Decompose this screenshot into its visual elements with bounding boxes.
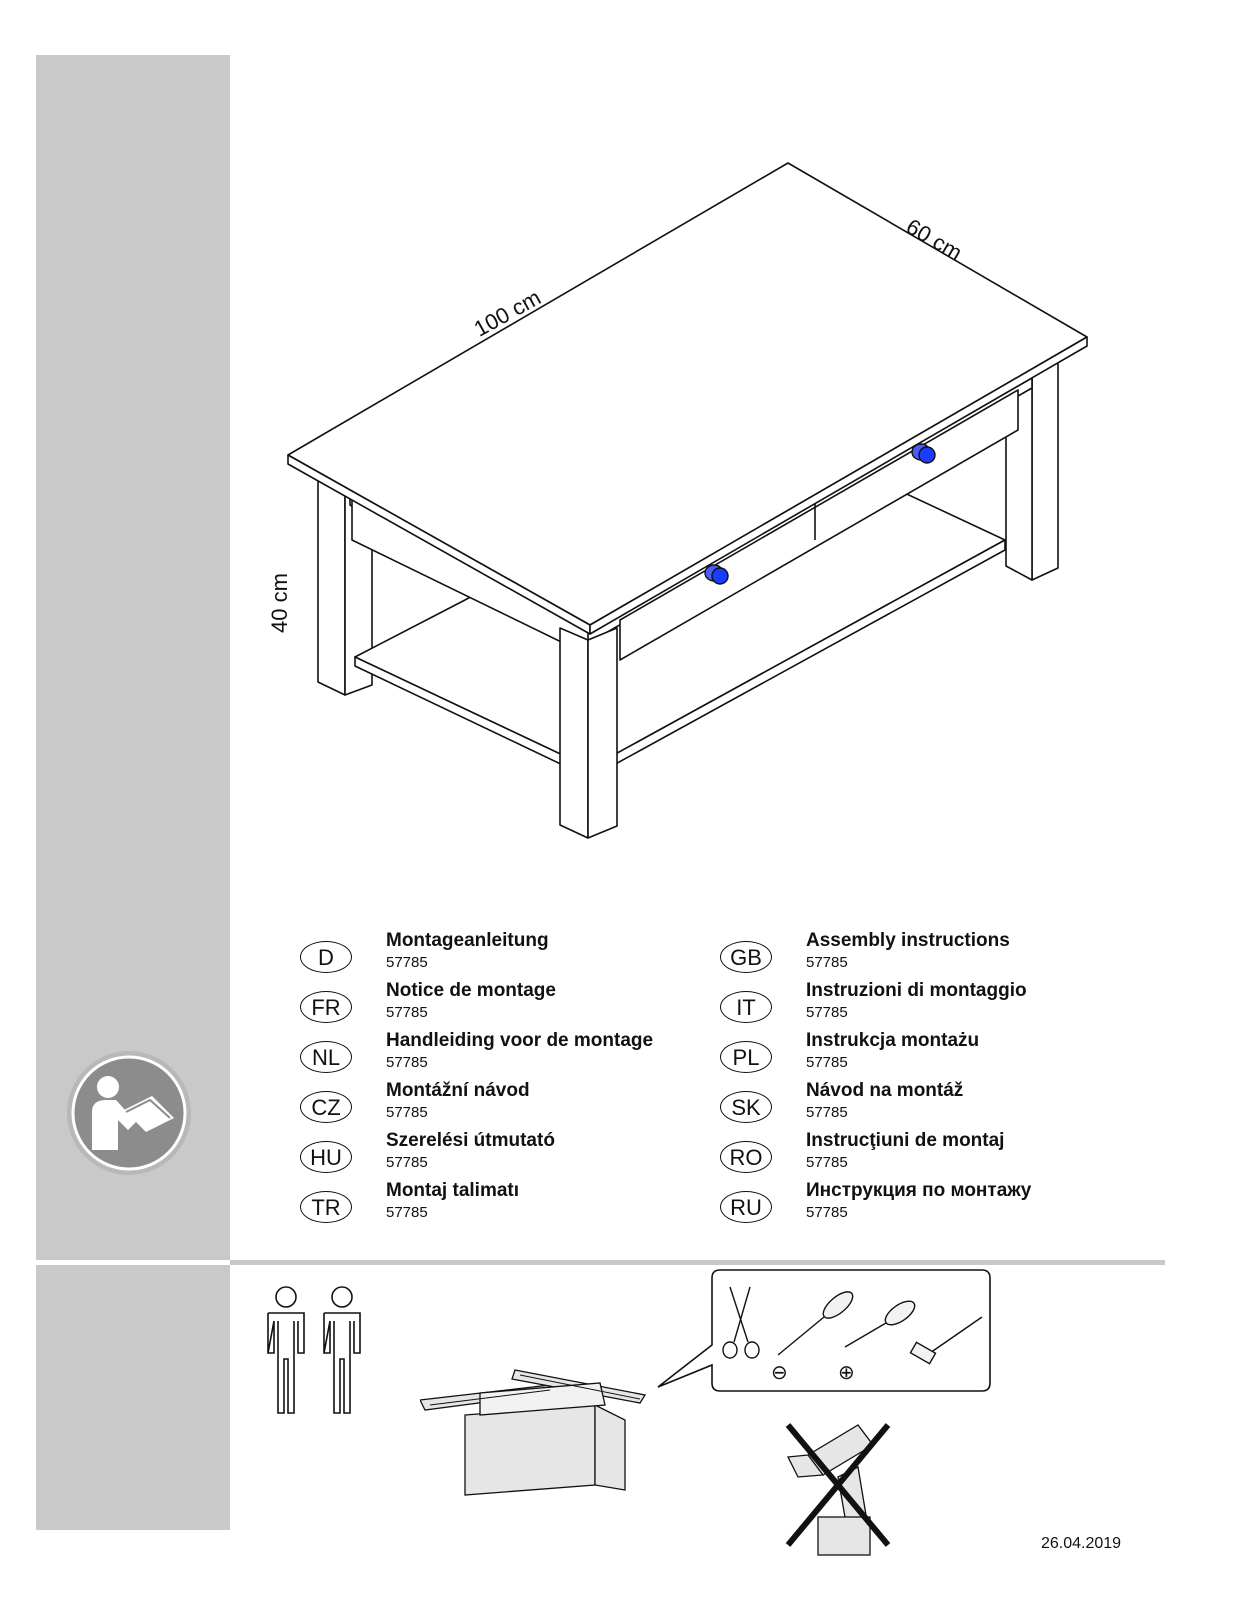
language-code: TR: [300, 1191, 352, 1223]
language-code: FR: [300, 991, 352, 1023]
language-title: Szerelési útmutató: [386, 1130, 555, 1151]
article-number: 57785: [806, 1004, 848, 1021]
language-code: NL: [300, 1041, 352, 1073]
no-power-drill-icon: [785, 1423, 891, 1556]
language-title: Montaj talimatı: [386, 1180, 520, 1201]
article-number: 57785: [386, 1154, 428, 1171]
language-title: Instrukcja montażu: [806, 1030, 980, 1051]
language-code: CZ: [300, 1091, 352, 1123]
toolbox-icon: [420, 1369, 647, 1496]
article-number: 57785: [386, 1004, 428, 1021]
language-code: IT: [720, 991, 772, 1023]
language-title: Instrucţiuni de montaj: [806, 1130, 1005, 1151]
language-title: Návod na montáž: [806, 1080, 964, 1101]
language-title: Instruzioni di montaggio: [806, 980, 1027, 1001]
language-code: PL: [720, 1041, 772, 1073]
coffee-table-drawing: [287, 162, 1088, 839]
language-code: RO: [720, 1141, 772, 1173]
flat-screwdriver-icon: [777, 1291, 854, 1356]
language-title: Assembly instructions: [806, 930, 1010, 951]
article-number: 57785: [386, 1204, 428, 1221]
language-code: RU: [720, 1191, 772, 1223]
tools-callout: [657, 1269, 991, 1392]
language-code: HU: [300, 1141, 352, 1173]
language-title: Инструкция по монтажу: [806, 1180, 1032, 1201]
language-title: Montageanleitung: [386, 930, 549, 951]
language-title: Notice de montage: [386, 980, 556, 1001]
plus-symbol: ⊕: [838, 1362, 855, 1384]
article-number: 57785: [806, 1154, 848, 1171]
section-divider: [230, 1260, 1165, 1265]
phillips-screwdriver-icon: [844, 1300, 916, 1348]
dimension-height: 40 cm: [267, 573, 292, 633]
article-number: 57785: [806, 1054, 848, 1071]
two-persons-icon: [267, 1286, 361, 1414]
article-number: 57785: [806, 954, 848, 971]
article-number: 57785: [386, 1054, 428, 1071]
document-date: 26.04.2019: [1041, 1535, 1122, 1552]
language-title: Montážní návod: [386, 1080, 530, 1101]
sidebar-bottom: [36, 1265, 230, 1530]
language-title: Handleiding voor de montage: [386, 1030, 654, 1051]
article-number: 57785: [386, 1104, 428, 1121]
hammer-icon: [909, 1316, 983, 1365]
read-manual-icon: [67, 1051, 191, 1175]
language-code: GB: [720, 941, 772, 973]
article-number: 57785: [806, 1104, 848, 1121]
language-code: SK: [720, 1091, 772, 1123]
scissors-icon: [722, 1286, 760, 1359]
article-number: 57785: [806, 1204, 848, 1221]
minus-symbol: ⊖: [771, 1362, 788, 1384]
article-number: 57785: [386, 954, 428, 971]
language-code: D: [300, 941, 352, 973]
